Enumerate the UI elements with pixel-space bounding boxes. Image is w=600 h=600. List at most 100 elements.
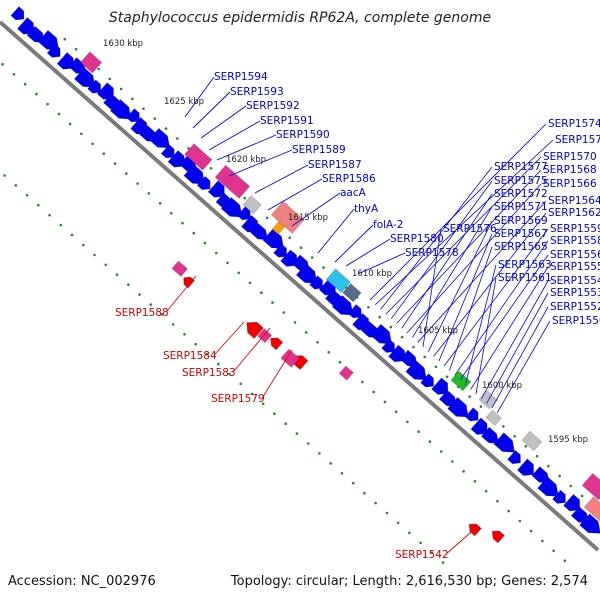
leader-line [165,275,197,313]
leader-line [213,321,245,356]
tick-dot [261,402,265,406]
leader-line [380,166,493,310]
tick-dot [327,351,331,354]
leader-line [433,212,547,357]
tick-dot [228,372,231,376]
forward-gene [220,197,243,218]
tick-dot [293,321,297,324]
map-title: Staphylococcus epidermidis RP62A, comple… [108,10,492,26]
gene-label: aacA [340,187,367,199]
tick-dot [304,331,308,334]
leader-line [184,76,215,118]
gene-label: SERP1559 [550,223,600,235]
tick-dot [68,122,72,126]
misc-feature [583,496,600,523]
tick-dot [171,323,175,326]
kbp-tick-label: 1605 kbp [418,326,458,336]
misc-feature [485,409,502,426]
tick-dot [445,375,449,379]
leader-line [345,238,391,267]
tick-dot [374,501,377,505]
gene-label: SERP1552 [550,301,600,313]
forward-gene [126,108,140,123]
gene-label: SERP1591 [260,115,314,127]
tick-dot [226,261,229,265]
tick-dot [170,212,173,215]
tick-dot [299,246,303,249]
leader-line [480,280,549,399]
gene-label: SERP1567 [494,228,548,240]
forward-gene [10,6,25,21]
gene-label: SERP1594 [214,71,268,83]
backbone-line [0,20,600,552]
gene-label: SERP1590 [276,129,330,141]
tick-dot [23,82,27,86]
tick-dot [70,233,74,237]
tick-dot [125,172,128,175]
leader-line [208,120,261,151]
tick-dot [563,559,567,562]
tick-dot [451,460,454,463]
gene-label: SERP1575 [494,175,548,187]
tick-dot [408,531,411,535]
gene-label: SERP1565 [494,241,548,253]
tick-dot [479,405,483,408]
gene-label: SERP1583 [182,367,236,379]
forward-gene [420,373,434,388]
tick-dot [396,521,400,525]
tick-dot [372,390,376,394]
reverse-gene [270,337,284,351]
forward-gene [464,407,479,422]
forward-gene [109,99,132,120]
tick-dot [63,37,67,41]
tick-dot [164,127,168,130]
tick-dot [535,454,539,458]
tick-dot [127,283,130,287]
tick-dot [158,202,162,205]
tick-dot [338,360,342,364]
rna-feature [581,472,600,501]
accession-text: Accession: NC_002976 [8,574,156,589]
tick-dot [284,422,288,426]
forward-gene [262,228,285,249]
gene-label: SERP1542 [395,549,449,561]
tick-dot [428,440,432,443]
tick-dot [14,184,18,187]
forward-gene [207,180,225,198]
tick-dot [119,87,123,91]
leader-line [465,264,497,385]
tick-dot [25,194,29,197]
leader-line [385,156,542,315]
gene-label: SERP1558 [550,235,600,247]
tick-dot [12,73,16,76]
tick-dot [142,107,145,110]
forward-gene [309,275,323,290]
rna-feature [338,365,354,381]
forward-gene [73,67,96,88]
tick-dot [394,410,398,414]
tick-dot [513,435,516,438]
tick-dot [383,400,387,404]
tick-dot [260,291,263,295]
tick-dot [46,102,49,106]
forward-gene [249,223,269,241]
tick-dot [48,213,51,217]
misc-feature [325,268,351,294]
leader-line [491,306,549,409]
tick-dot [351,481,355,485]
leader-line [412,206,493,338]
tick-dot [473,480,477,483]
leader-line [228,149,293,177]
tick-dot [378,315,382,319]
tick-dot [194,342,197,346]
gene-label: SERP1587 [308,159,362,171]
gene-label: SERP1592 [246,100,300,112]
tick-dot [91,142,94,146]
tick-dot [138,293,141,296]
tick-dot [273,412,276,416]
leader-line [427,220,493,352]
tick-dot [439,450,443,453]
tick-dot [417,430,421,434]
kbp-tick-label: 1610 kbp [352,269,392,279]
